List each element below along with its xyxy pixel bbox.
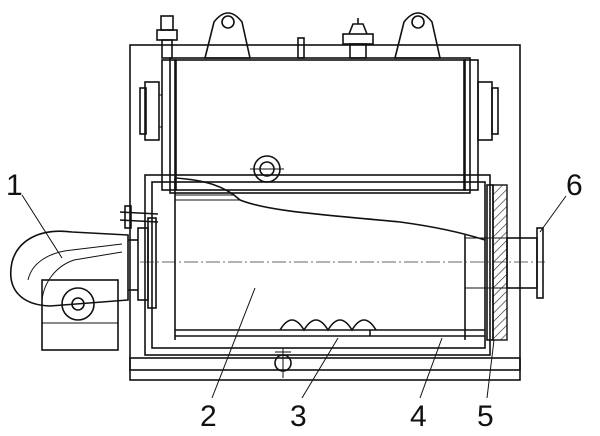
lifting-lug-left	[203, 12, 251, 59]
label-5: 5	[477, 400, 494, 433]
right-side-nozzle	[477, 81, 499, 141]
drum-manhole	[250, 155, 284, 183]
furnace-shell	[144, 174, 491, 356]
label-3: 3	[290, 400, 307, 433]
boiler-casing	[129, 44, 521, 371]
steam-drum	[161, 57, 479, 194]
top-left-nozzle	[156, 15, 178, 59]
casing-base	[129, 357, 521, 381]
left-side-nozzle	[139, 81, 162, 141]
fuel-pipe	[119, 205, 159, 229]
label-1: 1	[6, 169, 23, 202]
burner	[10, 230, 129, 351]
center-valve	[297, 18, 374, 59]
flue-outlet	[465, 227, 544, 299]
corrugated-furnace	[175, 319, 485, 337]
lifting-lug-right	[393, 12, 441, 59]
front-plate	[128, 217, 157, 309]
label-4: 4	[410, 400, 427, 433]
rear-tube-plate	[486, 184, 508, 341]
bottom-drain	[274, 348, 292, 378]
label-6: 6	[566, 169, 583, 202]
leader-lines	[21, 194, 567, 399]
label-2: 2	[200, 400, 217, 433]
